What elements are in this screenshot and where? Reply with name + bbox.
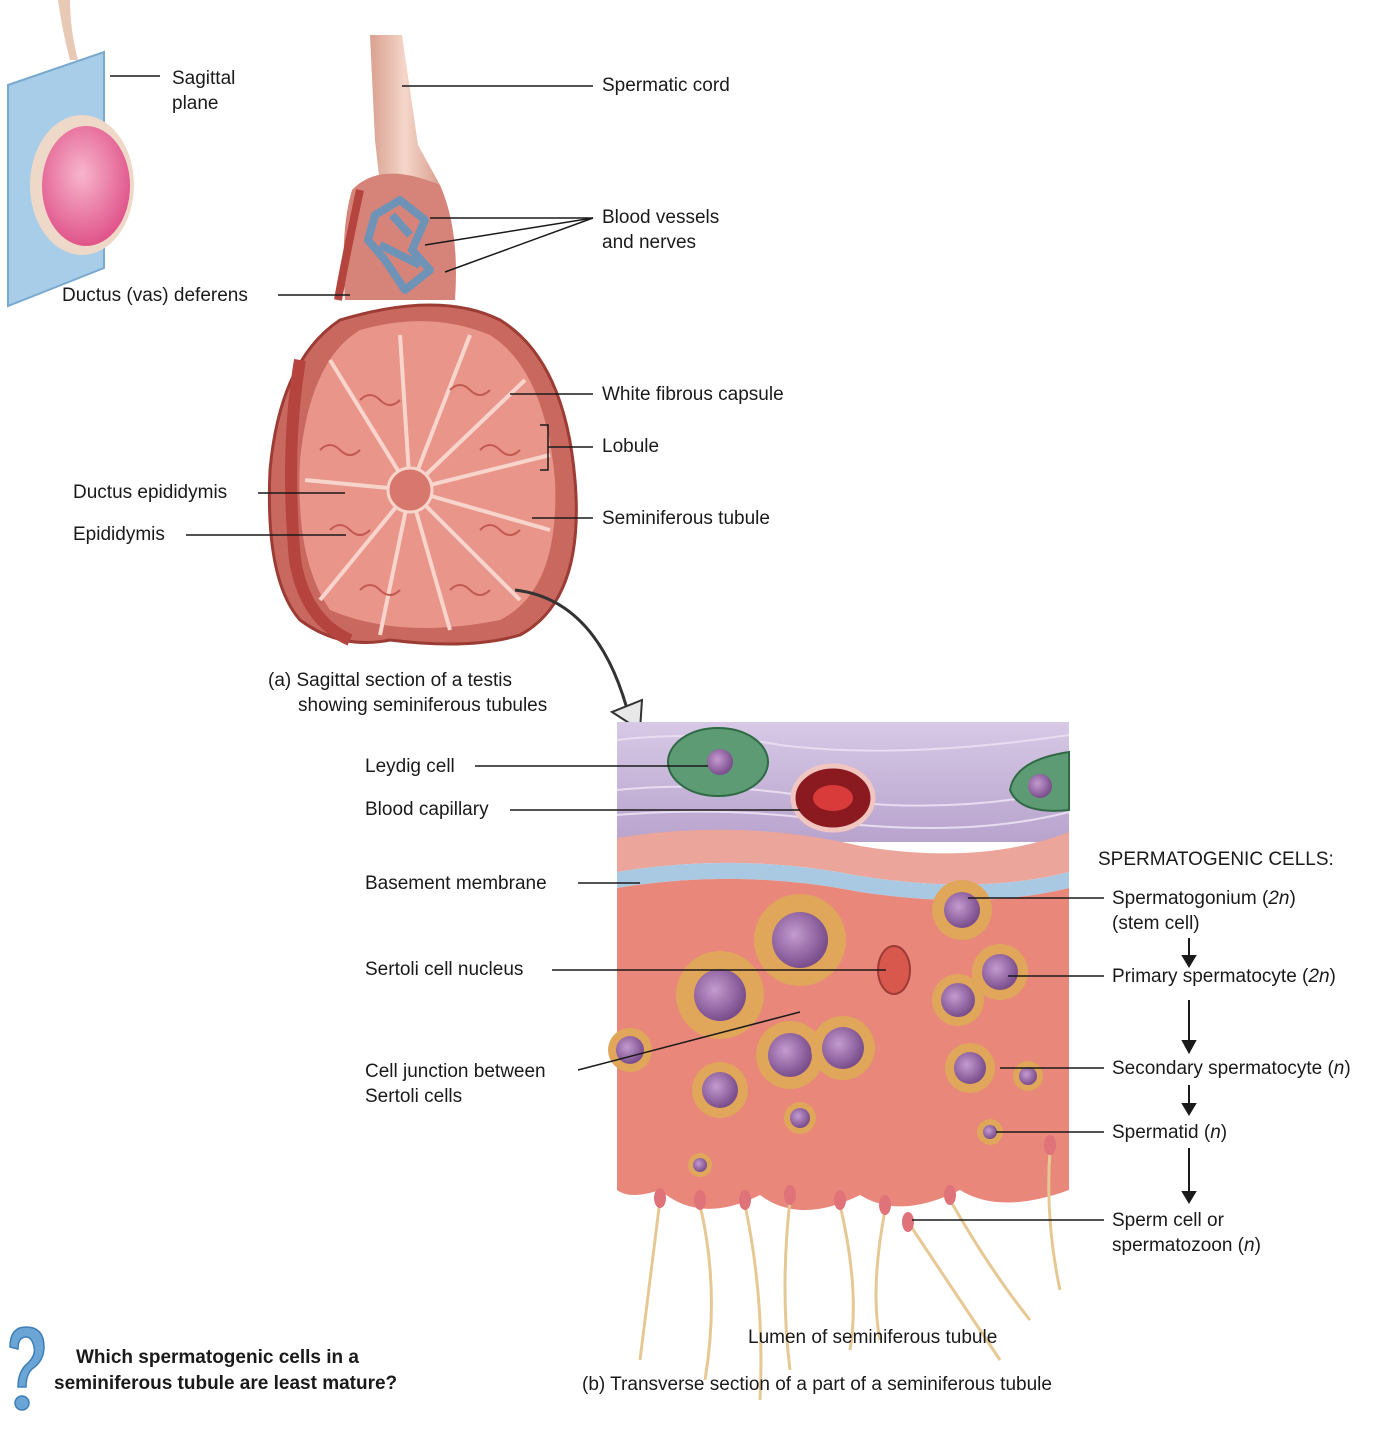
seminiferous-tubule-label: Seminiferous tubule [602, 506, 770, 531]
caption-a: (a) Sagittal section of a testis showing… [268, 668, 547, 718]
spermatogonium-name: Spermatogonium ( [1112, 888, 1268, 909]
cell-junction-label: Cell junction between Sertoli cells [365, 1059, 546, 1109]
spermatid-close: ) [1221, 1122, 1227, 1143]
blood-vessels-line2: and nerves [602, 230, 719, 255]
sperm-ploidy: n [1244, 1235, 1255, 1256]
tubule-transverse-section [608, 722, 1069, 1400]
secondary-ploidy: n [1334, 1058, 1345, 1079]
white-capsule-label: White fibrous capsule [602, 382, 784, 407]
review-question: Which spermatogenic cells in a seminifer… [54, 1345, 397, 1397]
question-mark-icon [4, 1325, 48, 1415]
caption-a-line1: (a) Sagittal section of a testis [268, 668, 547, 693]
primary-ploidy: 2n [1308, 966, 1329, 987]
caption-b: (b) Transverse section of a part of a se… [582, 1372, 1052, 1397]
secondary-spermatocyte-label: Secondary spermatocyte (n) [1112, 1056, 1351, 1081]
secondary-name: Secondary spermatocyte ( [1112, 1058, 1334, 1079]
sperm-name: Sperm cell or [1112, 1208, 1261, 1233]
testis-sagittal-section [269, 35, 576, 644]
primary-close: ) [1330, 966, 1336, 987]
spermatogonium-close: ) [1289, 888, 1295, 909]
ductus-epididymis-label: Ductus epididymis [73, 480, 227, 505]
epididymis-label: Epididymis [73, 522, 165, 547]
sagittal-plane-line2: plane [172, 91, 235, 116]
basement-membrane-label: Basement membrane [365, 871, 547, 896]
primary-spermatocyte-label: Primary spermatocyte (2n) [1112, 964, 1336, 989]
question-line1: Which spermatogenic cells in a [54, 1345, 397, 1371]
spermatogonium-sub: (stem cell) [1112, 911, 1296, 936]
spermatogenic-header: SPERMATOGENIC CELLS: [1098, 847, 1334, 872]
spermatic-cord-shape [370, 35, 440, 185]
spermatid-ploidy: n [1210, 1122, 1221, 1143]
rete-testis [388, 468, 432, 512]
sagittal-plane-label: Sagittal plane [172, 66, 235, 116]
sertoli-nucleus-label: Sertoli cell nucleus [365, 957, 523, 982]
blood-vessels-label: Blood vessels and nerves [602, 205, 719, 255]
lobule-label: Lobule [602, 434, 659, 459]
caption-a-line2: showing seminiferous tubules [268, 693, 547, 718]
ductus-deferens-label: Ductus (vas) deferens [62, 283, 248, 308]
blood-vessels-line1: Blood vessels [602, 205, 719, 230]
leydig-cell-label: Leydig cell [365, 754, 455, 779]
sperm-name2: spermatozoon ( [1112, 1235, 1244, 1256]
primary-name: Primary spermatocyte ( [1112, 966, 1308, 987]
question-line2: seminiferous tubule are least mature? [54, 1371, 397, 1397]
sagittal-plane-line1: Sagittal [172, 66, 235, 91]
secondary-close: ) [1344, 1058, 1350, 1079]
spermatogonium-ploidy: 2n [1268, 888, 1289, 909]
sperm-cell-label: Sperm cell or spermatozoon (n) [1112, 1208, 1261, 1258]
cell-junction-line2: Sertoli cells [365, 1084, 546, 1109]
spermatic-cord-label: Spermatic cord [602, 73, 730, 98]
spermatid-name: Spermatid ( [1112, 1122, 1210, 1143]
cell-junction-line1: Cell junction between [365, 1059, 546, 1084]
sperm-close: ) [1255, 1235, 1261, 1256]
spermatogonium-label: Spermatogonium (2n) (stem cell) [1112, 886, 1296, 936]
lumen-label: Lumen of seminiferous tubule [748, 1325, 997, 1350]
blood-capillary-label: Blood capillary [365, 797, 489, 822]
spermatid-label: Spermatid (n) [1112, 1120, 1227, 1145]
sagittal-plane-inset [8, 0, 134, 306]
